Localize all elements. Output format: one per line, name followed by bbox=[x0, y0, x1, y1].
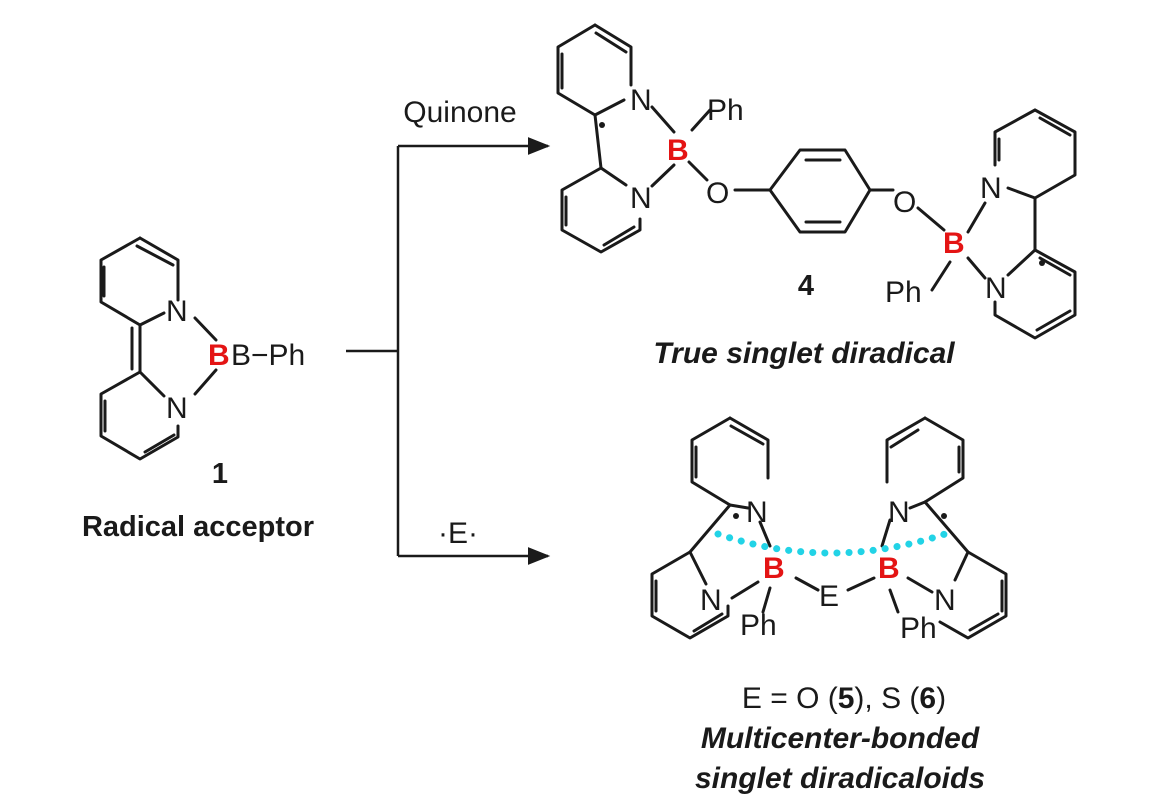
phenyl-group: Ph bbox=[885, 276, 922, 309]
reagent-quinone: Quinone bbox=[403, 96, 516, 129]
compound-4-number: 4 bbox=[798, 270, 814, 302]
boron-atom: B bbox=[763, 552, 785, 585]
nitrogen-atom: N bbox=[166, 295, 188, 328]
compound-5-6-definition: E = O (5), S (6) bbox=[742, 682, 946, 715]
oxygen-atom: O bbox=[893, 186, 916, 219]
nitrogen-atom: N bbox=[888, 496, 910, 529]
oxygen-atom: O bbox=[706, 177, 729, 210]
boron-atom: B bbox=[943, 227, 965, 260]
compound-5-6-caption-line1: Multicenter-bonded bbox=[701, 722, 980, 755]
nitrogen-atom: N bbox=[630, 182, 652, 215]
compound-5-6-structure: N B N Ph E N B N Ph bbox=[650, 416, 1008, 645]
compound-1-number: 1 bbox=[212, 458, 228, 490]
nitrogen-atom: N bbox=[746, 496, 768, 529]
phenyl-group: Ph bbox=[900, 612, 937, 645]
compound-5-6-caption-line2: singlet diradicaloids bbox=[695, 762, 985, 795]
nitrogen-atom: N bbox=[934, 584, 956, 617]
nitrogen-atom: N bbox=[630, 84, 652, 117]
multicenter-bond-arc bbox=[714, 530, 949, 557]
reagent-chalcogen-diradical: ·E· bbox=[438, 517, 478, 550]
boron-atom: B bbox=[878, 552, 900, 585]
nitrogen-atom: N bbox=[166, 392, 188, 425]
boron-atom: B bbox=[208, 339, 230, 372]
compound-4-structure: N N B Ph O O N B N Ph bbox=[556, 23, 1077, 340]
compound-1-structure: N N B B−Ph bbox=[99, 236, 305, 461]
phenyl-group: Ph bbox=[740, 609, 777, 642]
nitrogen-atom: N bbox=[980, 172, 1002, 205]
boron-atom: B bbox=[667, 134, 689, 167]
reaction-arrows bbox=[346, 137, 551, 565]
phenyl-group: B−Ph bbox=[231, 339, 305, 372]
nitrogen-atom: N bbox=[700, 584, 722, 617]
compound-4-caption: True singlet diradical bbox=[653, 337, 955, 370]
chalcogen-atom: E bbox=[819, 580, 839, 613]
phenyl-group: Ph bbox=[707, 94, 744, 127]
compound-1-caption: Radical acceptor bbox=[82, 511, 314, 543]
nitrogen-atom: N bbox=[985, 272, 1007, 305]
